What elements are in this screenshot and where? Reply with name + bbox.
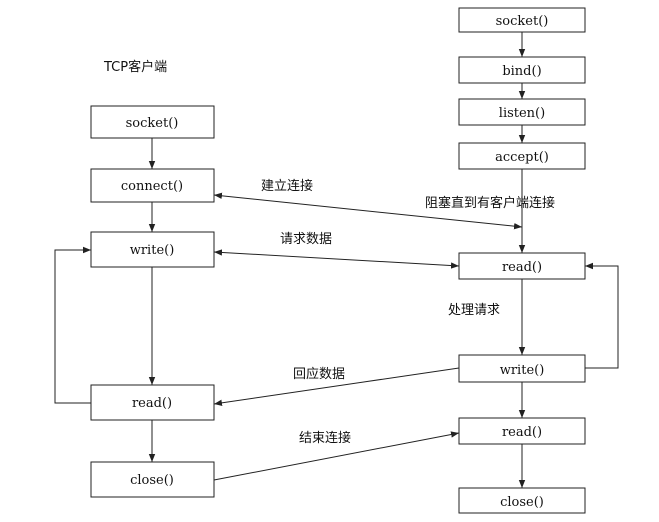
client-close-label: close() [130,473,174,488]
client-socket-label: socket() [126,116,179,131]
end-connection-label: 结束连接 [299,430,351,446]
server-accept-label: accept() [495,150,549,165]
server-read-box: read() [458,252,586,280]
server-bind-box: bind() [458,56,586,84]
block-until-client-label: 阻塞直到有客户端连接 [425,195,555,211]
connect-handshake-arrow [213,192,523,230]
server-listen-box: listen() [458,98,586,126]
client-connect-box: connect() [90,168,215,203]
client-loop-arrow [54,246,91,404]
server-bind-label: bind() [502,64,541,79]
server-close-label: close() [500,495,544,510]
server-loop-arrow [585,262,619,369]
reply-data-label: 回应数据 [293,366,345,382]
client-read-box: read() [90,384,215,421]
client-socket-box: socket() [90,105,215,139]
client-write-label: write() [130,243,175,258]
client-read-label: read() [132,396,172,411]
server-write-box: write() [458,354,586,383]
server-accept-box: accept() [458,142,586,170]
establish-connection-label: 建立连接 [261,178,313,194]
request-data-arrow [213,249,460,269]
client-title: TCP客户端 [103,59,167,75]
request-data-label: 请求数据 [280,232,332,247]
server-read-end-label: read() [502,425,542,440]
process-request-label: 处理请求 [448,303,500,318]
server-read-label: read() [502,260,542,275]
client-close-box: close() [90,461,215,498]
server-read-end-box: read() [458,417,586,445]
client-connect-label: connect() [121,179,183,194]
reply-data-arrow [213,367,460,407]
server-listen-label: listen() [499,106,545,121]
server-close-box: close() [458,487,586,514]
server-socket-box: socket() [458,7,586,33]
server-write-label: write() [500,363,545,378]
client-write-box: write() [90,231,215,268]
end-connection-arrow [213,431,460,481]
server-socket-label: socket() [496,14,549,29]
